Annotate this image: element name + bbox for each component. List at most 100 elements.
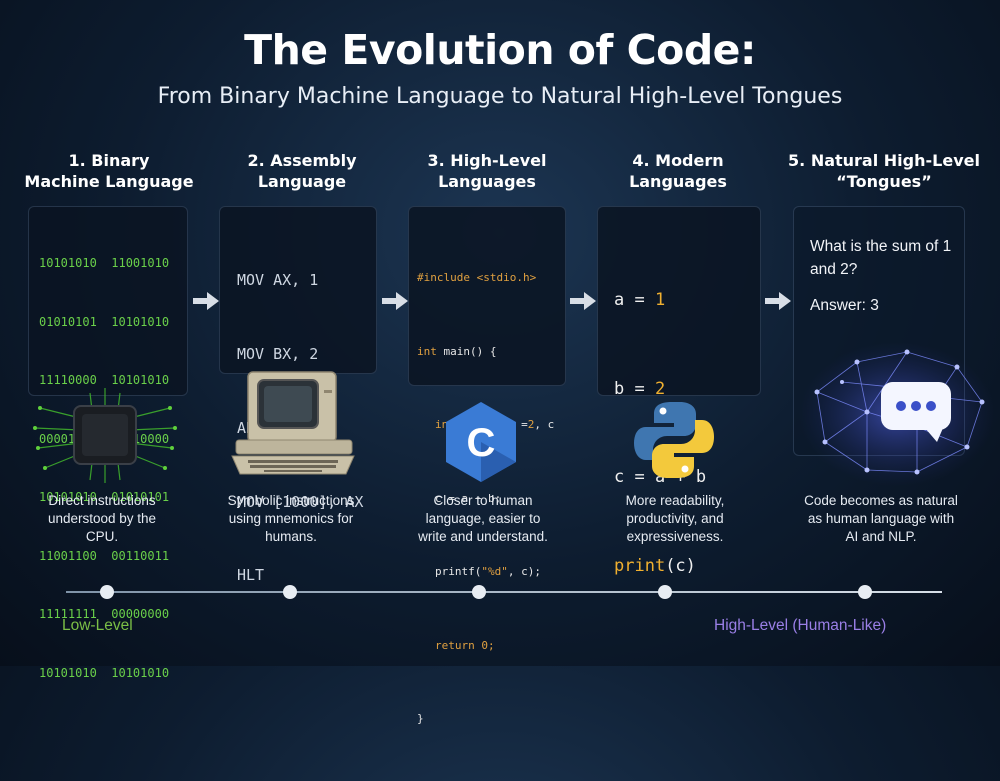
description-line: Code becomes as natural [804,493,958,508]
code-text: a = [614,290,655,310]
ai-brain-network-icon [799,342,995,486]
arrow-right-icon [765,292,791,310]
arrow-right-icon [382,292,408,310]
string: "%d" [481,565,508,578]
number: 0; [474,638,495,652]
code-text: c = a + b; [435,491,502,505]
code-text: , c [534,418,555,431]
code-text: (c) [665,555,696,576]
keyword: return [435,638,475,652]
stage-4-description: More readability, productivity, and expr… [585,492,765,546]
code-line: #include <stdio.h> [417,266,565,291]
stage-5-description: Code becomes as natural as human languag… [781,492,981,546]
code-text: printf( [435,565,482,578]
cpu-chip-icon [33,388,177,483]
description-line: write and understand. [418,529,548,544]
description-line: CPU. [85,529,119,544]
timeline-dot [858,585,872,599]
code-line: MOV [1000], AX [237,492,364,511]
question-text: What is the sum of 1 and 2? [810,238,952,278]
code-line: HLT [237,566,265,585]
description-line: Symbolic instructions [227,493,355,508]
stage-1-title-line1: 1. Binary [68,151,150,170]
binary-code-panel: 10101010 11001010 01010101 10101010 1111… [28,206,188,680]
c-code-panel: #include <stdio.h> int main() { int a = … [408,206,566,725]
timeline-line [66,591,942,593]
stage-4-title-line1: 4. Modern [632,151,724,170]
description-line: understood by the [47,511,157,526]
code-line: 11111111 00000000 [39,607,170,621]
code-line: 01010101 10101010 [39,314,170,329]
page-title: The Evolution of Code: [244,26,756,74]
chat-bubble-icon [881,382,951,442]
stage-3-title-line2: Languages [438,172,536,191]
code-line: c = a + b; [417,487,565,512]
answer-text: Answer: 3 [810,297,879,314]
code-line: 11001100 00110011 [39,548,170,563]
code-line: } [417,707,565,732]
c-logo-letter: C [467,421,496,465]
code-line: 10101010 11001010 [39,256,170,270]
number: 1 [654,290,666,310]
code-text: } [417,712,424,725]
description-line: productivity, and [626,511,724,526]
description-line: Closer to human [433,493,533,508]
stage-2-description: Symbolic instructions using mnemonics fo… [201,492,381,546]
low-level-label: Low-Level [62,617,133,634]
code-line: int main() { [417,340,565,365]
description-line: language, easier to [425,511,541,526]
timeline-dot [472,585,486,599]
description-line: expressiveness. [626,529,724,544]
code-line: printf("%d", c); [417,560,565,585]
c-code: #include <stdio.h> int main() { int a = … [417,217,565,781]
description-line: using mnemonics for [228,511,354,526]
stage-5-title-line2: “Tongues” [836,172,932,191]
stage-1-title: 1. Binary Machine Language [19,150,199,192]
stage-4-title-line2: Languages [629,172,727,191]
code-line: a = 1 [614,286,706,316]
stage-1-description: Direct instructions understood by the CP… [12,492,192,546]
code-line: 10101010 10101010 [39,665,170,680]
stage-1-title-line2: Machine Language [24,172,194,191]
timeline-dot [100,585,114,599]
code-line: print(c) [614,552,706,582]
description-line: as human language with [807,511,955,526]
arrow-right-icon [570,292,596,310]
stage-4-title: 4. Modern Languages [588,150,768,192]
stage-3-title: 3. High-Level Languages [397,150,577,192]
code-text: b = [614,378,655,399]
code-text: main() { [436,344,497,358]
retro-computer-icon [231,371,355,475]
code-line: MOV AX, 1 [237,271,319,290]
stage-2-title-line2: Language [257,172,347,191]
number: 2 [654,378,666,399]
code-line: b = 2 [614,375,706,405]
include-directive: #include <stdio.h> [417,271,537,284]
code-line: 10101010 01010101 [39,490,170,504]
description-line: Direct instructions [48,493,156,508]
timeline-dot [283,585,297,599]
stage-2-title: 2. Assembly Language [212,150,392,192]
page-subtitle: From Binary Machine Language to Natural … [157,84,843,109]
stage-2-title-line1: 2. Assembly [247,151,357,170]
assembly-code-panel: MOV AX, 1 MOV BX, 2 ADD AX, BX MOV [1000… [219,206,377,584]
python-code-panel: a = 1 b = 2 c = a + b print(c) [597,206,761,576]
description-line: AI and NLP. [845,529,917,544]
stage-3-title-line1: 3. High-Level [427,151,547,170]
stage-3-description: Closer to human language, easier to writ… [393,492,573,546]
stage-5-title-line1: 5. Natural High-Level [788,151,980,170]
code-line: MOV BX, 2 [237,344,319,363]
high-level-label: High-Level (Human-Like) [714,617,887,634]
c-language-logo-icon: C [446,402,516,482]
keyword: int [417,344,437,358]
timeline-dot [658,585,672,599]
keyword: print [614,555,666,576]
arrow-right-icon [193,292,219,310]
stage-5-title: 5. Natural High-Level “Tongues” [784,150,984,192]
number: 2 [527,418,535,431]
code-line: 11110000 10101010 [39,373,170,387]
code-line: return 0; [417,634,565,659]
code-text: , c); [507,565,541,578]
description-line: humans. [265,529,317,544]
python-logo-icon [634,402,714,478]
